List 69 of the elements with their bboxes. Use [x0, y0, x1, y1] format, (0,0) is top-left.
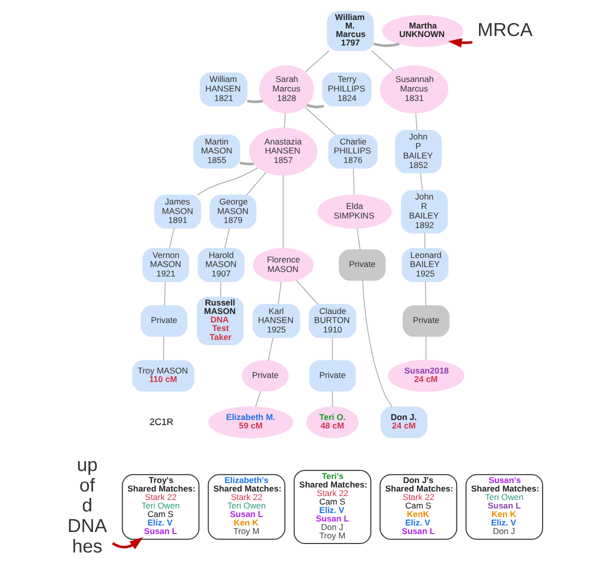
- node-ellipse: Florence MASON: [252, 248, 314, 282]
- node-ellipse: Teri O. 48 cM: [306, 406, 359, 438]
- node-ellipse: Private: [242, 360, 289, 392]
- node-box: Susan's Shared Matches: Teri Owen Susan L Ken K Eliz. V Don J: [466, 474, 544, 540]
- node-ellipse: Anastazia HANSEN 1857: [248, 128, 318, 176]
- connector: [425, 281, 426, 306]
- node-box: Don J's Shared Matches: Stark 22 Cam S KenK Eliz. V Susan L: [380, 474, 458, 540]
- connector: [424, 232, 426, 249]
- connector: [415, 112, 418, 131]
- node-ellipse: Elizabeth M. 59 cM: [208, 406, 294, 438]
- connector: [356, 228, 361, 250]
- connector: [332, 390, 333, 408]
- connector: [240, 162, 254, 166]
- node-box: Charlie PHILLIPS 1876: [328, 134, 378, 169]
- node-box: James MASON 1891: [154, 194, 202, 229]
- connector: [284, 112, 286, 128]
- connector: [352, 168, 355, 195]
- connector: [220, 281, 222, 298]
- node-box: Elizabeth's Shared Matches: Stark 22 Teri Owen Susan L Ken K Troy M: [208, 474, 286, 540]
- node-ellipse: Elda SIMPKINS: [317, 194, 392, 229]
- connector: [332, 337, 333, 361]
- node-text: up of d DNA hes: [68, 454, 108, 557]
- connector: [373, 42, 400, 47]
- connector: [169, 228, 174, 249]
- node-box: Vernon MASON 1921: [142, 248, 190, 282]
- connector: [420, 172, 423, 191]
- node-box: Leonard BAILEY 1925: [402, 248, 449, 282]
- node-box: Martin MASON 1855: [193, 134, 240, 169]
- node-box: Russell MASON DNA Test Taker: [196, 296, 244, 346]
- node-text: MRCA: [478, 18, 533, 40]
- connector: [371, 50, 394, 71]
- node-box: Troy MASON 110 cM: [132, 360, 194, 392]
- connector: [246, 172, 267, 196]
- node-box: Private: [402, 305, 450, 337]
- node-box: Private: [309, 360, 356, 392]
- node-box: William HANSEN 1821: [200, 72, 248, 106]
- node-box: Karl HANSEN 1925: [252, 304, 300, 338]
- connector: [278, 281, 282, 305]
- connector: [362, 280, 393, 408]
- connector: [164, 281, 166, 306]
- node-box: John P BAILEY 1852: [395, 130, 442, 174]
- node-ellipse: Susannah Marcus 1831: [380, 65, 448, 114]
- node-ellipse: Susan2018 24 cM: [388, 360, 464, 392]
- node-box: Teri's Shared Matches: Stark 22 Cam S Eliz. V Susan L Don J Troy M: [294, 470, 372, 544]
- node-box: George MASON 1879: [210, 194, 256, 229]
- connector: [282, 174, 284, 249]
- node-box: Harold MASON 1907: [198, 248, 244, 282]
- node-box: Terry PHILLIPS 1824: [322, 72, 372, 106]
- connector: [197, 167, 259, 196]
- node-box: Private: [140, 305, 188, 337]
- connector: [268, 337, 274, 361]
- node-box: Claude BURTON 1910: [308, 304, 356, 338]
- connector: [255, 390, 262, 408]
- label: 2C1R: [150, 416, 174, 427]
- node-box: Don J. 24 cM: [380, 406, 428, 438]
- connector: [163, 336, 164, 361]
- node-box: William M. Marcus 1797: [326, 11, 374, 52]
- connector: [296, 280, 318, 304]
- arrow: [448, 38, 472, 48]
- node-ellipse: Sarah Marcus 1828: [259, 65, 314, 114]
- connector: [306, 104, 324, 108]
- connector: [246, 100, 264, 104]
- node-box: Troy's Shared Matches: Stark 22 Teri Owen Cam S Eliz. V Susan L: [122, 474, 200, 540]
- node-box: John R BAILEY 1892: [400, 190, 448, 234]
- connector: [224, 228, 230, 249]
- connector: [304, 50, 330, 72]
- connector: [304, 106, 336, 136]
- node-box: Private: [338, 249, 386, 281]
- arrow: [112, 537, 144, 550]
